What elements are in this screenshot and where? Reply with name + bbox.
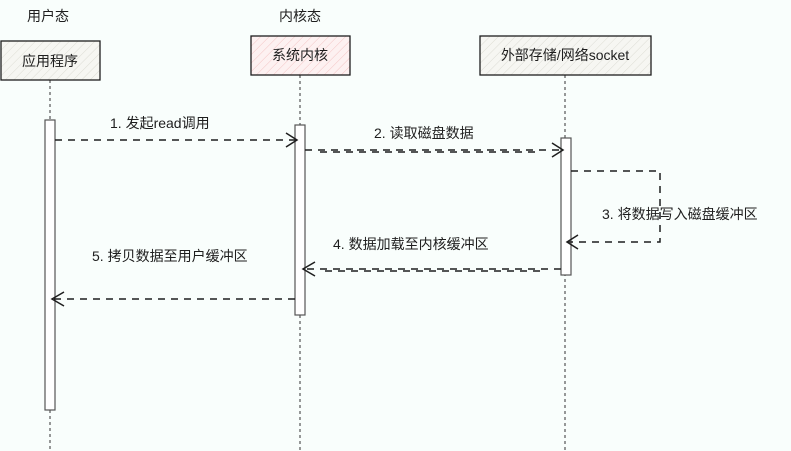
message-4-label: 4. 数据加载至内核缓冲区 xyxy=(333,236,489,252)
participant-kernel: 系统内核 xyxy=(250,35,351,76)
zone-label-user: 用户态 xyxy=(27,8,69,24)
activation-storage xyxy=(560,137,572,276)
message-4: 4. 数据加载至内核缓冲区 xyxy=(301,236,561,277)
activation-app xyxy=(44,119,56,411)
message-5: 5. 拷贝数据至用户缓冲区 xyxy=(50,248,295,307)
participant-kernel-label: 系统内核 xyxy=(272,47,328,63)
participant-storage: 外部存储/网络socket xyxy=(479,35,652,76)
activation-kernel xyxy=(294,124,306,316)
message-3-label: 3. 将数据写入磁盘缓冲区 xyxy=(602,206,758,222)
message-1: 1. 发起read调用 xyxy=(55,115,299,148)
zone-label-kernel: 内核态 xyxy=(279,8,321,24)
participant-storage-label: 外部存储/网络socket xyxy=(501,47,629,63)
participant-app: 应用程序 xyxy=(0,40,101,81)
message-5-label: 5. 拷贝数据至用户缓冲区 xyxy=(92,248,248,264)
message-2-label: 2. 读取磁盘数据 xyxy=(374,125,474,141)
message-2: 2. 读取磁盘数据 xyxy=(305,125,565,158)
message-3: 3. 将数据写入磁盘缓冲区 xyxy=(565,170,758,250)
participant-app-label: 应用程序 xyxy=(22,53,78,69)
message-1-label: 1. 发起read调用 xyxy=(110,115,210,131)
